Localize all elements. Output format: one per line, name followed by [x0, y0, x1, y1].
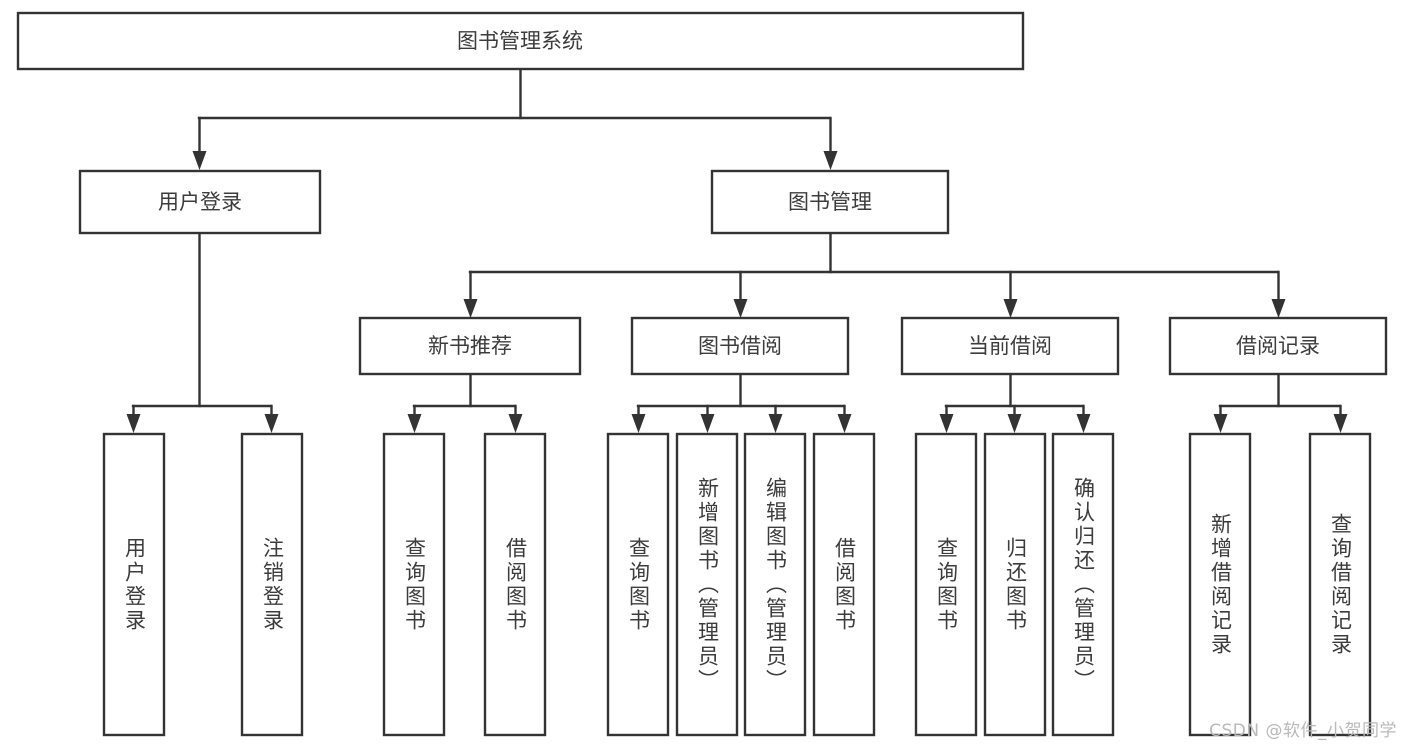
arrowhead-cb-leaf2 — [1007, 414, 1022, 433]
arrowhead-to-leaf-logout — [264, 414, 279, 433]
leaf-box-query-book-nbr[interactable] — [382, 432, 446, 737]
leaf-box-add-borrow-record[interactable] — [1188, 432, 1252, 737]
leaf-box-query-borrow-record[interactable] — [1308, 432, 1372, 737]
leaf-box-query-book-cb[interactable] — [914, 432, 978, 737]
node-borrow-record[interactable]: 借阅记录 — [1168, 316, 1388, 376]
arrowhead-bb-leaf2 — [700, 414, 715, 433]
leaf-box-logout[interactable] — [240, 432, 304, 737]
leaf-box-add-book-admin[interactable] — [675, 432, 739, 737]
watermark-text: CSDN @软件_小贺同学 — [1209, 721, 1397, 741]
arrowhead-bb-leaf3 — [768, 414, 783, 433]
leaf-box-query-book-bb[interactable] — [606, 432, 670, 737]
node-root-label: 图书管理系统 — [457, 29, 583, 53]
node-root[interactable]: 图书管理系统 — [16, 11, 1025, 71]
node-book-management[interactable]: 图书管理 — [710, 169, 950, 235]
leaf-box-return-book[interactable] — [983, 432, 1047, 737]
arrowhead-br-leaf1 — [1213, 414, 1228, 433]
arrowhead-to-user-login — [192, 151, 207, 170]
node-new-book-recommend[interactable]: 新书推荐 — [358, 316, 582, 376]
node-user-login-label: 用户登录 — [158, 190, 242, 214]
node-new-book-recommend-label: 新书推荐 — [428, 334, 512, 358]
arrowhead-bb-leaf1 — [631, 414, 646, 433]
node-book-management-label: 图书管理 — [788, 190, 872, 214]
arrowhead-cb-leaf1 — [939, 414, 954, 433]
arrowhead-nbr-leaf2 — [508, 414, 523, 433]
leaf-box-user-login[interactable] — [102, 432, 166, 737]
arrowhead-to-new-book-rec — [463, 299, 478, 318]
node-borrow-record-label: 借阅记录 — [1236, 334, 1320, 358]
node-book-borrow-label: 图书借阅 — [698, 334, 782, 358]
arrowhead-to-book-borrow — [733, 299, 748, 318]
arrowhead-nbr-leaf1 — [407, 414, 422, 433]
leaf-box-edit-book-admin[interactable] — [743, 432, 807, 737]
node-layer: 图书管理系统 用户登录 图书管理 新书推荐 图书借阅 当前 — [16, 11, 1388, 737]
node-user-login[interactable]: 用户登录 — [78, 169, 322, 235]
arrowhead-to-current-borrow — [1003, 299, 1018, 318]
leaf-box-borrow-book-nbr[interactable] — [483, 432, 547, 737]
arrowhead-to-leaf-user-login — [126, 414, 141, 433]
connector-layer — [126, 67, 1348, 433]
arrowhead-to-borrow-record — [1271, 299, 1286, 318]
node-current-borrow[interactable]: 当前借阅 — [900, 316, 1120, 376]
arrowhead-to-book-mgmt — [823, 151, 838, 170]
node-current-borrow-label: 当前借阅 — [968, 334, 1052, 358]
arrowhead-bb-leaf4 — [837, 414, 852, 433]
leaf-box-borrow-book-bb[interactable] — [812, 432, 876, 737]
leaf-box-confirm-return[interactable] — [1051, 432, 1115, 737]
arrowhead-cb-leaf3 — [1076, 414, 1091, 433]
node-book-borrow[interactable]: 图书借阅 — [630, 316, 850, 376]
arrowhead-br-leaf2 — [1333, 414, 1348, 433]
